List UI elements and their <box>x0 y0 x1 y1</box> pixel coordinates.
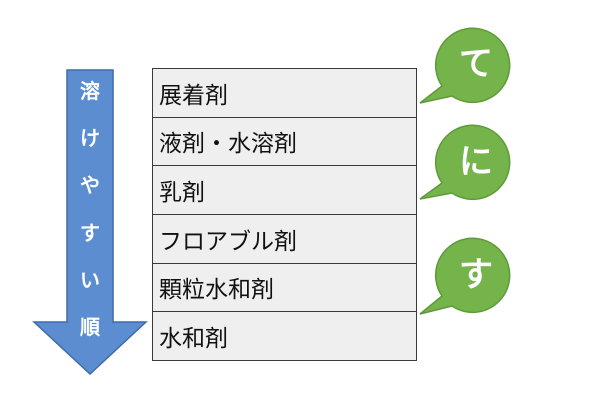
formulation-row: フロアブル剤 <box>152 214 417 264</box>
bubble-text-ni: に <box>459 142 493 182</box>
formulation-row: 乳剤 <box>152 166 417 215</box>
arrow-label-char: す <box>80 220 100 245</box>
arrow-label-char: 順 <box>80 314 100 339</box>
formulation-row: 顆粒水和剤 <box>152 263 417 313</box>
formulation-row: 展着剤 <box>152 68 417 118</box>
bubble-text-te: て <box>459 44 493 84</box>
arrow-label-char: け <box>80 126 100 151</box>
down-arrow-shape <box>32 69 148 376</box>
speech-bubble-shape <box>419 27 511 104</box>
formulation-list: 展着剤 液剤・水溶剤 乳剤 フロアブル剤 顆粒水和剤 水和剤 <box>152 68 417 361</box>
formulation-label: 乳剤 <box>159 180 205 207</box>
formulation-row: 液剤・水溶剤 <box>152 117 417 167</box>
formulation-label: フロアブル剤 <box>159 228 297 255</box>
formulation-label: 展着剤 <box>159 82 228 109</box>
formulation-label: 水和剤 <box>159 326 228 353</box>
arrow-label-char: 溶 <box>80 79 100 103</box>
bubble-text-su: す <box>459 255 493 295</box>
speech-bubble-shape <box>419 237 511 315</box>
formulation-row: 水和剤 <box>152 312 417 361</box>
formulation-label: 顆粒水和剤 <box>159 277 274 304</box>
formulation-label: 液剤・水溶剤 <box>159 131 297 158</box>
arrow-label: 溶 け や す い 順 <box>68 78 112 340</box>
arrow-label-char: い <box>80 267 100 292</box>
arrow-label-char: や <box>80 173 100 198</box>
speech-bubble-shape <box>419 124 511 201</box>
